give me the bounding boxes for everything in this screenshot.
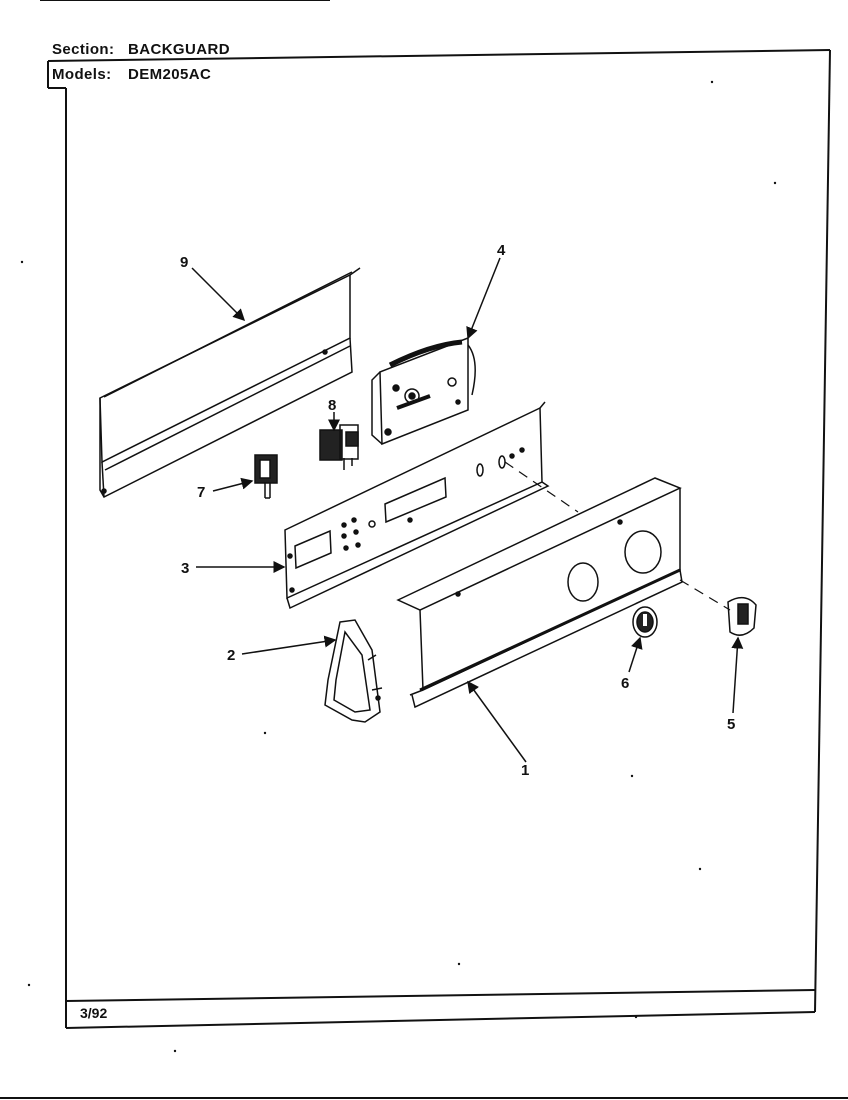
callout-1: 1 (521, 762, 529, 779)
section-label: Section: (52, 41, 115, 58)
models-value: DEM205AC (128, 66, 212, 83)
callout-3: 3 (181, 560, 189, 577)
callout-8: 8 (328, 397, 336, 414)
part-4-timer (371, 336, 476, 446)
part-3-control-panel (284, 401, 550, 610)
part-9-panel (99, 267, 361, 498)
alignment-lines (504, 461, 731, 611)
callout-2: 2 (227, 647, 235, 664)
callout-leaders (191, 257, 744, 763)
part-1-backguard (396, 477, 683, 709)
footer-date: 3/92 (80, 1005, 108, 1021)
scan-specks (20, 80, 777, 1053)
callout-5: 5 (727, 716, 735, 733)
callout-7: 7 (197, 484, 205, 501)
callout-9: 9 (180, 254, 188, 271)
section-value: BACKGUARD (128, 41, 230, 58)
part-5-knob (727, 596, 757, 636)
part-7-clip (254, 454, 278, 499)
section-row: Section: BACKGUARD (52, 41, 230, 58)
part-8-switch (319, 424, 359, 470)
callout-numbers: 9 4 8 7 3 2 6 5 1 (180, 242, 735, 779)
part-6-knob (632, 606, 658, 638)
callout-4: 4 (497, 242, 506, 259)
part-2-end-cap (324, 619, 383, 723)
models-label: Models: (52, 66, 112, 83)
models-row: Models: DEM205AC (52, 66, 211, 83)
callout-6: 6 (621, 675, 629, 692)
